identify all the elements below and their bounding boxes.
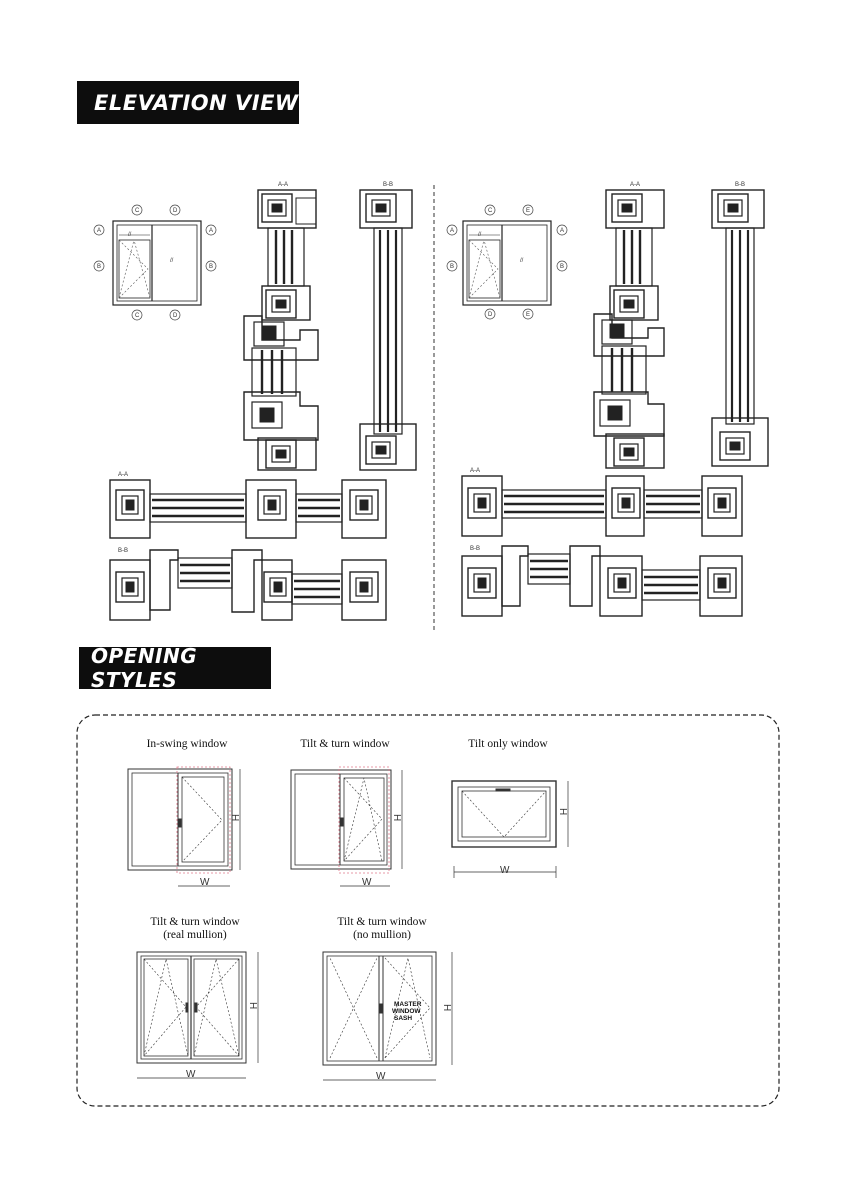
svg-text://: //	[128, 232, 132, 238]
tag-right-e-top: E	[526, 208, 530, 214]
tilt-only-width-label: W	[500, 865, 510, 876]
tag-left-d-bottom: D	[173, 313, 178, 319]
tag-left-a-left: A	[97, 228, 101, 234]
tag-right-c-top: C	[488, 208, 493, 214]
tilt-turn-height-label: H	[391, 814, 402, 821]
caption-in-swing: In-swing window	[128, 738, 246, 751]
svg-text:A-A: A-A	[118, 472, 128, 478]
svg-text://: //	[170, 258, 174, 264]
svg-text:A-A: A-A	[278, 182, 288, 188]
svg-text://: //	[478, 232, 482, 238]
tag-right-b-right: B	[560, 264, 564, 270]
right-horizontal-section-a: A-A	[461, 468, 743, 537]
master-sash-note-line3: SASH	[394, 1015, 412, 1022]
caption-real-mullion: Tilt & turn window (real mullion)	[135, 916, 255, 942]
master-sash-note-line1: MASTER	[394, 1001, 422, 1008]
right-horizontal-section-b: B-B	[461, 545, 743, 617]
tag-right-a-left: A	[450, 228, 454, 234]
svg-text:B-B: B-B	[470, 546, 480, 552]
svg-text:A-A: A-A	[470, 468, 480, 474]
svg-text:B-B: B-B	[735, 182, 745, 188]
caption-tilt-turn-label: Tilt & turn window	[300, 738, 390, 750]
right-window-elevation: // // C E A B A B D E	[446, 204, 568, 320]
left-horizontal-section-b: B-B	[109, 548, 387, 621]
caption-tilt-only: Tilt only window	[453, 738, 563, 751]
right-elevation-group: // // C E A B A B D E A-A	[446, 182, 769, 617]
tag-left-c-top: C	[135, 208, 140, 214]
svg-text:A-A: A-A	[630, 182, 640, 188]
caption-tilt-only-label: Tilt only window	[468, 738, 548, 750]
tilt-only-height-label: H	[557, 808, 568, 815]
elevation-view-heading: ELEVATION VIEW	[77, 81, 299, 124]
tag-left-b-right: B	[209, 264, 213, 270]
caption-real-mullion-sublabel: (real mullion)	[163, 929, 227, 941]
tilt-turn-width-label: W	[362, 877, 372, 888]
elevation-view-title: ELEVATION VIEW	[94, 90, 299, 115]
in-swing-width-label: W	[200, 877, 210, 888]
no-mullion-width-label: W	[376, 1071, 386, 1082]
tilt-turn-window-drawing: W H	[290, 766, 403, 888]
tag-right-b-left: B	[450, 264, 454, 270]
in-swing-window-drawing: W H	[127, 766, 241, 888]
in-swing-height-label: H	[229, 814, 240, 821]
svg-text:B-B: B-B	[383, 182, 393, 188]
left-elevation-group: // // C D A B A B C D	[93, 182, 417, 621]
right-vertical-section-b: B-B	[711, 182, 769, 467]
opening-styles-heading: OPENING STYLES	[79, 644, 271, 692]
tag-left-d-top: D	[173, 208, 178, 214]
no-mullion-height-label: H	[441, 1004, 452, 1011]
right-vertical-section-a: A-A	[593, 182, 665, 469]
caption-no-mullion: Tilt & turn window (no mullion)	[322, 916, 442, 942]
tilt-only-window-drawing: W H	[451, 780, 569, 878]
tag-left-b-left: B	[97, 264, 101, 270]
real-mullion-width-label: W	[186, 1069, 196, 1080]
opening-styles-panel	[76, 714, 780, 1107]
tilt-turn-real-mullion-drawing: W H	[136, 951, 259, 1080]
opening-styles-title: OPENING STYLES	[91, 644, 198, 692]
left-vertical-section-b: B-B	[359, 182, 417, 471]
svg-text:B-B: B-B	[118, 548, 128, 554]
caption-tilt-turn: Tilt & turn window	[285, 738, 405, 751]
tag-left-c-bottom: C	[135, 313, 140, 319]
caption-no-mullion-sublabel: (no mullion)	[353, 929, 411, 941]
left-horizontal-section-a: A-A	[109, 472, 387, 539]
tag-right-a-right: A	[560, 228, 564, 234]
real-mullion-height-label: H	[247, 1002, 258, 1009]
caption-real-mullion-label: Tilt & turn window	[150, 916, 240, 928]
master-sash-note-line2: WINDOW	[392, 1008, 421, 1015]
svg-text://: //	[520, 258, 524, 264]
tag-right-d-bottom: D	[488, 312, 493, 318]
tilt-turn-no-mullion-drawing: W H MASTER WINDOW SASH	[322, 951, 453, 1082]
tag-right-e-bottom: E	[526, 312, 530, 318]
left-window-elevation: // // C D A B A B C D	[93, 204, 217, 321]
tag-left-a-right: A	[209, 228, 213, 234]
left-vertical-section-a: A-A	[243, 182, 319, 471]
caption-in-swing-label: In-swing window	[146, 738, 228, 750]
caption-no-mullion-label: Tilt & turn window	[337, 916, 427, 928]
